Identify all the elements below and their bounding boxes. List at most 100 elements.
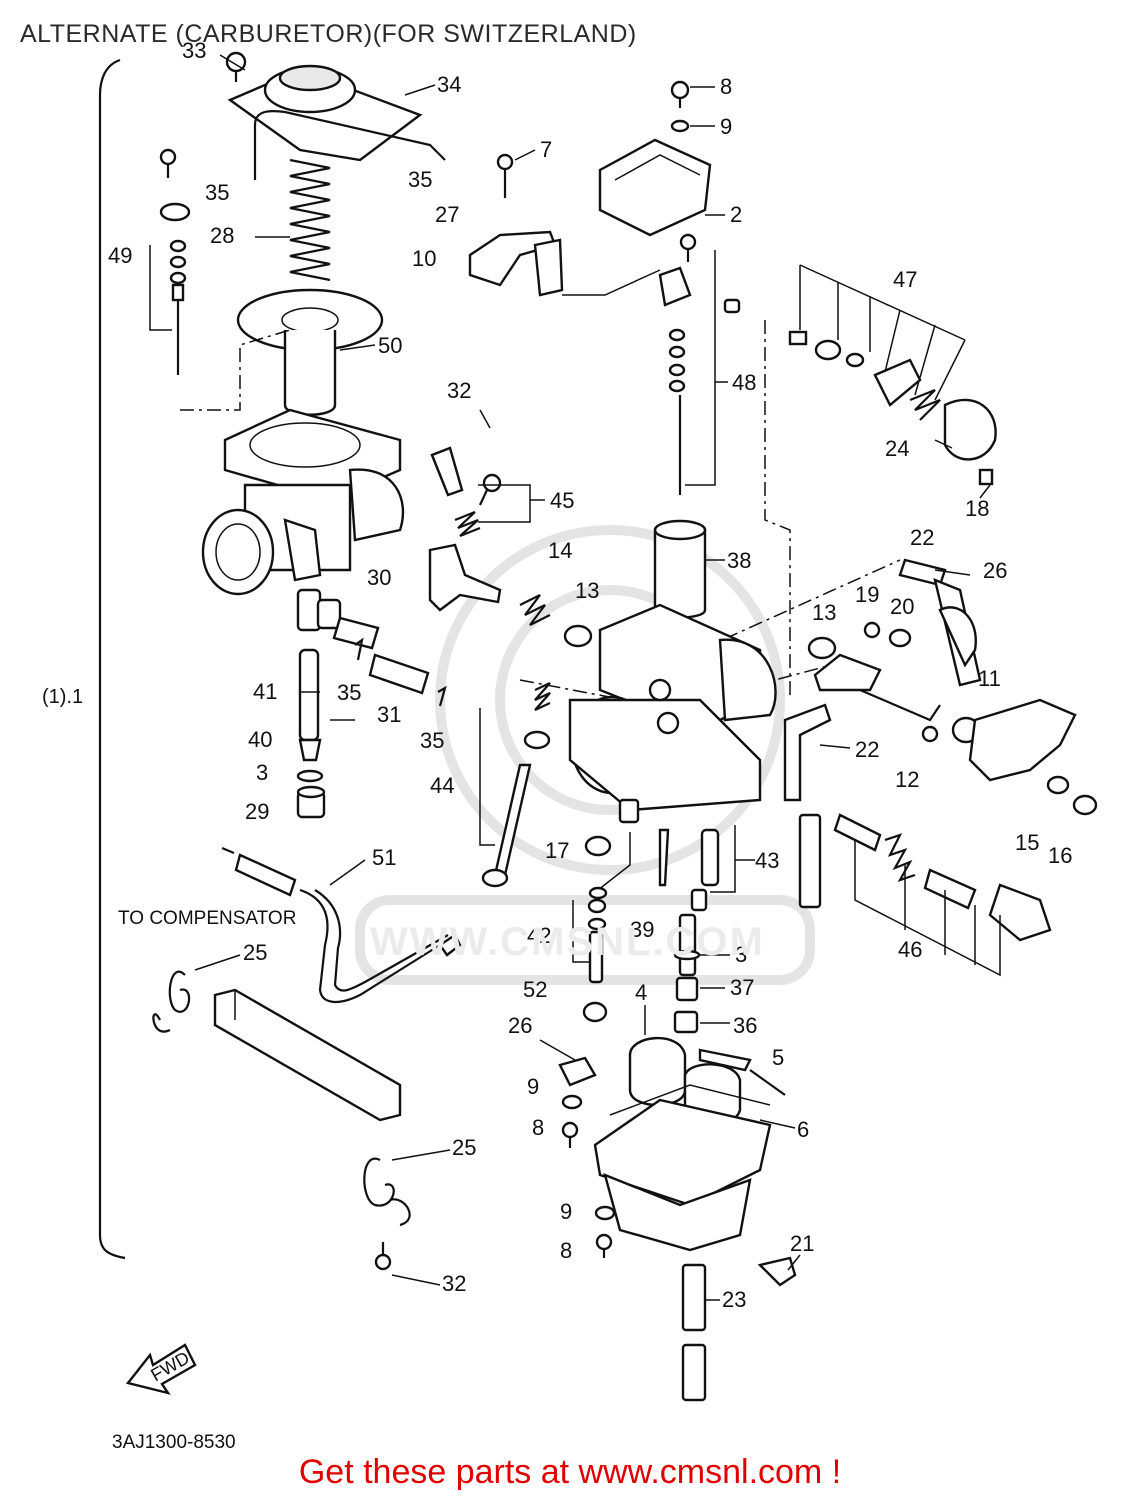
carb-body-main (568, 519, 777, 824)
float-bowl (558, 1036, 797, 1402)
callout: 5 (772, 1045, 784, 1070)
centerline-1 (180, 329, 291, 411)
callout: 39 (630, 917, 654, 942)
part-code: 3AJ1300-8530 (112, 1432, 236, 1453)
callout: 21 (790, 1231, 814, 1256)
callout: 9 (527, 1074, 539, 1099)
callout: 37 (730, 975, 754, 1000)
centerline-3 (519, 679, 731, 721)
diagram-title: ALTERNATE (CARBURETOR)(FOR SWITZERLAND) (20, 20, 637, 48)
callout: 8 (560, 1238, 572, 1263)
top-cover (225, 51, 446, 180)
callout: 25 (243, 940, 267, 965)
callout: 30 (367, 565, 391, 590)
callout: 18 (965, 496, 989, 521)
watermark-text: WWW.CMSNL.COM (370, 920, 765, 964)
callout: 6 (797, 1117, 809, 1142)
choke-assembly (788, 264, 997, 486)
pipes-30-31 (332, 616, 447, 707)
centerline-4 (699, 559, 901, 651)
callout: 3 (735, 942, 747, 967)
callout: 36 (733, 1013, 757, 1038)
watermark-logo (355, 525, 815, 985)
callout-numbers: 33 34 35 35 28 49 50 8 9 7 27 10 2 47 48… (108, 38, 1072, 1312)
callout: 38 (727, 548, 751, 573)
centerline-2 (764, 320, 791, 700)
callout: 43 (755, 848, 779, 873)
leader-lines (194, 54, 991, 1301)
slide-piston (236, 288, 384, 416)
callout: 12 (895, 767, 919, 792)
top-cap (496, 80, 712, 237)
throttle-lever (428, 446, 593, 648)
callout: 48 (732, 370, 756, 395)
callout: 27 (435, 202, 459, 227)
compensator-hose (221, 846, 462, 1003)
bracket-10 (468, 230, 661, 297)
callout: 35 (408, 167, 432, 192)
callout: 8 (532, 1115, 544, 1140)
callout: 31 (377, 702, 401, 727)
callout: 14 (548, 538, 572, 563)
callout: 42 (527, 923, 551, 948)
idle-screw-set (479, 682, 551, 888)
callout: 35 (205, 180, 229, 205)
callout: 45 (550, 488, 574, 513)
callout: 7 (540, 137, 552, 162)
callout: 13 (812, 600, 836, 625)
callout: 13 (575, 578, 599, 603)
callout: 35 (337, 680, 361, 705)
callout: 4 (635, 980, 647, 1005)
callout: 22 (910, 525, 934, 550)
callout: 52 (523, 977, 547, 1002)
callout: 15 (1015, 830, 1039, 855)
fwd-arrow: FWD (125, 1343, 197, 1395)
callout: 25 (452, 1135, 476, 1160)
callout: 10 (412, 246, 436, 271)
callout: 51 (372, 845, 396, 870)
callout: 47 (893, 267, 917, 292)
choke-plunger-set (833, 813, 1052, 977)
callout: 41 (253, 679, 277, 704)
callout: 32 (447, 378, 471, 403)
callout: 35 (420, 728, 444, 753)
carb-body-upper (201, 408, 405, 632)
callout: 9 (560, 1199, 572, 1224)
callout: 22 (855, 737, 879, 762)
jets (572, 825, 736, 1034)
callout: 3 (256, 760, 268, 785)
callout: 26 (983, 558, 1007, 583)
footer-link[interactable]: Get these parts at www.cmsnl.com ! (298, 1453, 842, 1491)
compensator-note: TO COMPENSATOR (118, 908, 297, 929)
callout: 23 (722, 1287, 746, 1312)
callout: 19 (855, 582, 879, 607)
callout: 32 (442, 1271, 466, 1296)
needle-set-48 (658, 233, 741, 495)
callout: 33 (182, 38, 206, 63)
callout: 11 (978, 666, 1001, 691)
callout: 50 (378, 333, 402, 358)
callout: 16 (1048, 843, 1072, 868)
callout: 29 (245, 799, 269, 824)
callout: 24 (885, 436, 909, 461)
mount-plate (152, 970, 411, 1271)
callout: 44 (430, 773, 454, 798)
callout: 8 (720, 74, 732, 99)
callout: 28 (210, 223, 234, 248)
jet-needle-set (149, 148, 191, 375)
spring-28 (289, 158, 331, 282)
callout: 9 (720, 114, 732, 139)
callout: 20 (890, 594, 914, 619)
callout: 49 (108, 243, 132, 268)
callout: 2 (730, 202, 742, 227)
right-linkage (783, 558, 1098, 909)
callout: 26 (508, 1013, 532, 1038)
callout: 46 (898, 937, 922, 962)
callout: 34 (437, 72, 461, 97)
assembly-label: (1).1 (42, 686, 84, 708)
callout: 17 (545, 838, 569, 863)
left-parts (296, 648, 326, 819)
callout: 40 (248, 727, 272, 752)
